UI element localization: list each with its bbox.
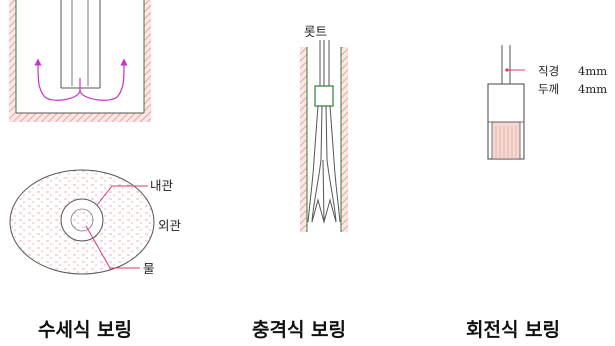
rotary-boring-caption: 회전식 보링: [466, 319, 560, 341]
inner-pipe-label: 내관: [150, 178, 174, 193]
thickness-label: 두께: [538, 82, 559, 96]
rod-label: 롯트: [304, 24, 327, 39]
washing-left-wall: [9, 0, 16, 120]
percussion-left-wall: [300, 47, 307, 232]
percussion-right-wall: [341, 47, 348, 232]
diameter-value: 4mm: [578, 64, 607, 78]
washing-boring-section: 내관 외관 물 수세식 보링: [9, 0, 182, 341]
washing-right-wall: [144, 0, 151, 120]
rotary-boring-section: 직경 4mm 두께 4mm 회전식 보링: [466, 45, 607, 341]
washing-boring-caption: 수세식 보링: [38, 319, 132, 341]
percussion-rod: [319, 40, 330, 86]
percussion-boring-caption: 충격식 보링: [252, 319, 346, 341]
thickness-value: 4mm: [578, 82, 607, 96]
washing-bottom-wall: [9, 113, 151, 122]
percussion-bit: [307, 105, 341, 224]
percussion-boring-section: 롯트 충격식 보링: [252, 24, 348, 341]
core-bit: [491, 121, 521, 160]
water-flow-arrows: [34, 58, 128, 101]
cross-section-leaders: [85, 185, 148, 269]
water-label: 물: [143, 261, 155, 276]
pipe-cross-section: [9, 169, 155, 275]
outer-pipe-label: 외관: [158, 218, 182, 233]
washing-pipe: [60, 0, 101, 89]
rotary-leader: [505, 68, 525, 72]
rotary-rod: [501, 45, 511, 84]
diameter-label: 직경: [538, 64, 559, 78]
rod-coupling: [314, 85, 334, 107]
